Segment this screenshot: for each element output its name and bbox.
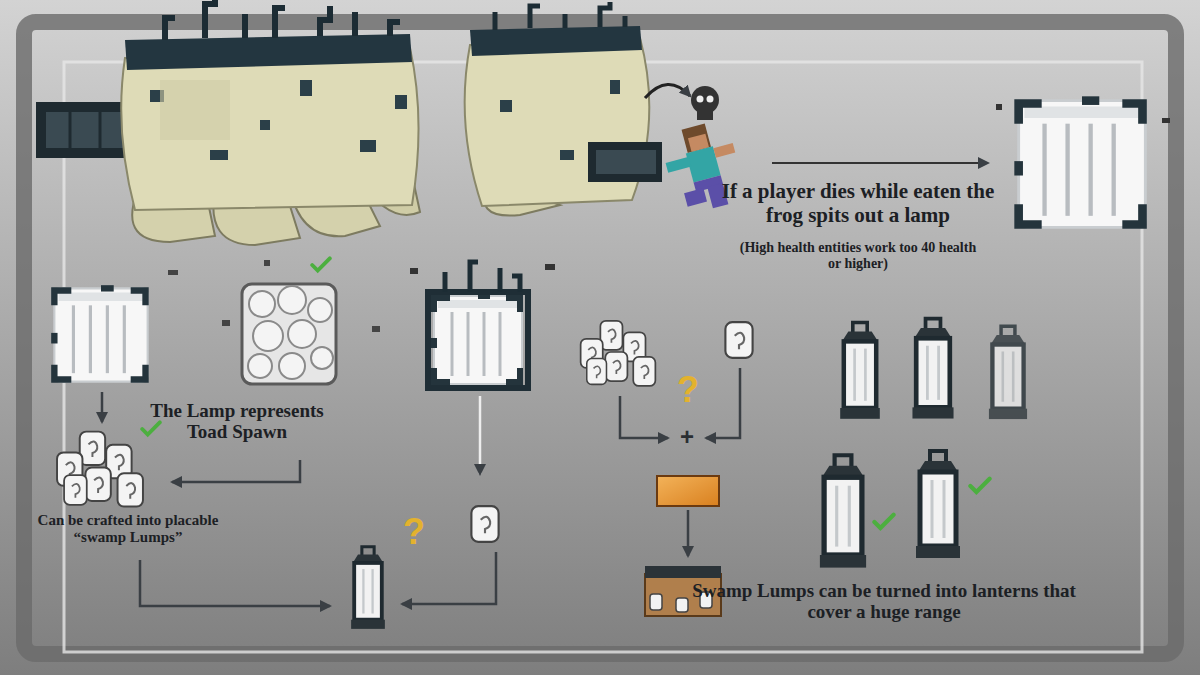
lantern <box>840 323 880 419</box>
lamp-dark-frame <box>410 262 555 388</box>
note-text: (High health entities work too 40 health… <box>733 240 983 271</box>
lantern <box>989 326 1027 419</box>
swamp-lumps <box>581 321 656 386</box>
note-text: If a player dies while eaten the frog sp… <box>706 180 1010 227</box>
frog-eating <box>465 2 662 216</box>
note-text: Swamp Lumps can be turned into lanterns … <box>688 580 1080 623</box>
frog-large <box>36 0 420 245</box>
note-text: Can be crafted into placable “swamp Lump… <box>10 512 246 546</box>
lantern <box>351 547 385 629</box>
skull-icon <box>691 86 719 120</box>
lamp-block <box>54 288 147 381</box>
note-text: The Lamp represents Toad Spawn <box>132 400 342 443</box>
toad-spawn-block <box>242 284 336 384</box>
symbol-label: ? <box>394 512 434 552</box>
swamp-lump <box>471 506 498 542</box>
lantern <box>916 451 960 558</box>
swamp-lumps <box>57 432 143 507</box>
lantern <box>820 455 866 567</box>
symbol-label: + <box>676 424 698 451</box>
lamp-block <box>1019 101 1146 228</box>
symbol-label: ? <box>668 370 708 410</box>
swamp-lump <box>725 322 752 358</box>
lantern <box>912 319 953 419</box>
